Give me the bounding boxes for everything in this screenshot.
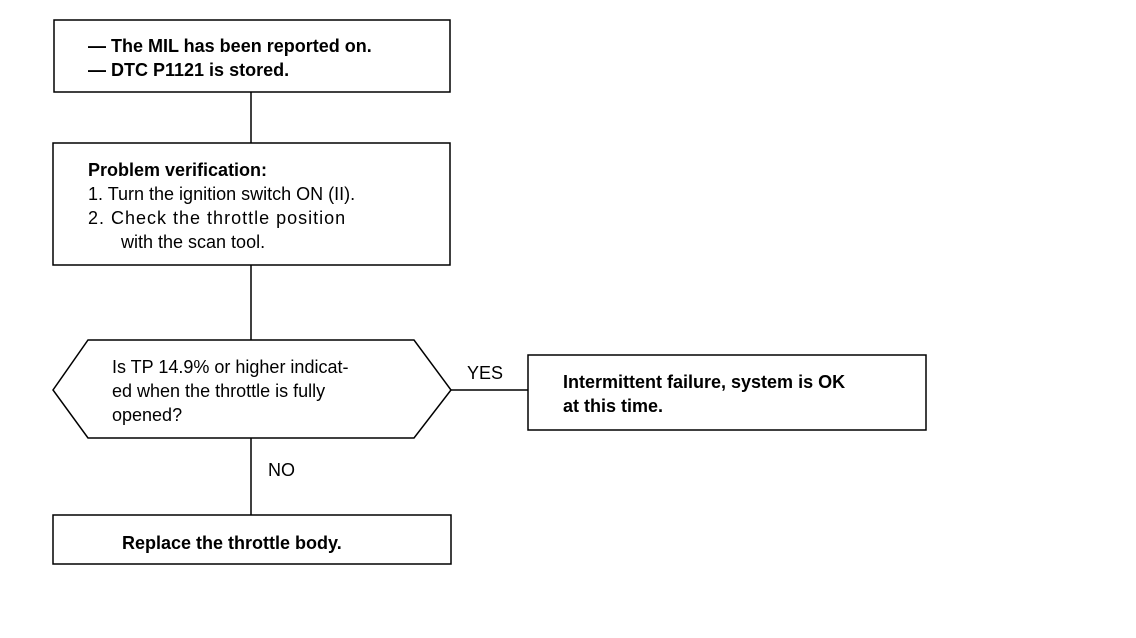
start-line-1: — The MIL has been reported on. xyxy=(88,36,372,56)
decision-line-1: Is TP 14.9% or higher indicat- xyxy=(112,357,349,377)
yes-result-box xyxy=(527,354,927,431)
yes-result-text: Intermittent failure, system is OK at th… xyxy=(563,370,845,418)
verify-box xyxy=(52,142,451,266)
decision-line-2: ed when the throttle is fully xyxy=(112,381,326,401)
no-result-text: Replace the throttle body. xyxy=(122,533,342,553)
decision-line-3: opened? xyxy=(112,405,183,425)
start-box-text: — The MIL has been reported on. — DTC P1… xyxy=(88,34,372,82)
verify-box-text: Problem verification: 1. Turn the igniti… xyxy=(88,158,355,254)
yes-label: YES xyxy=(467,363,504,383)
verify-title: Problem verification: xyxy=(88,160,268,180)
decision-hexagon xyxy=(52,339,452,439)
yes-result-line-1: Intermittent failure, system is OK xyxy=(563,372,846,392)
no-result-box xyxy=(52,514,452,565)
yes-result-line-2: at this time. xyxy=(563,396,664,416)
decision-text: Is TP 14.9% or higher indicat- ed when t… xyxy=(112,355,348,427)
verify-step-2: 2. Check the throttle position xyxy=(88,208,347,228)
verify-step-2-cont: with the scan tool. xyxy=(121,232,266,252)
no-label: NO xyxy=(268,460,295,480)
start-box xyxy=(53,19,451,93)
start-line-2: — DTC P1121 is stored. xyxy=(88,60,290,80)
verify-step-1: 1. Turn the ignition switch ON (II). xyxy=(88,184,356,204)
